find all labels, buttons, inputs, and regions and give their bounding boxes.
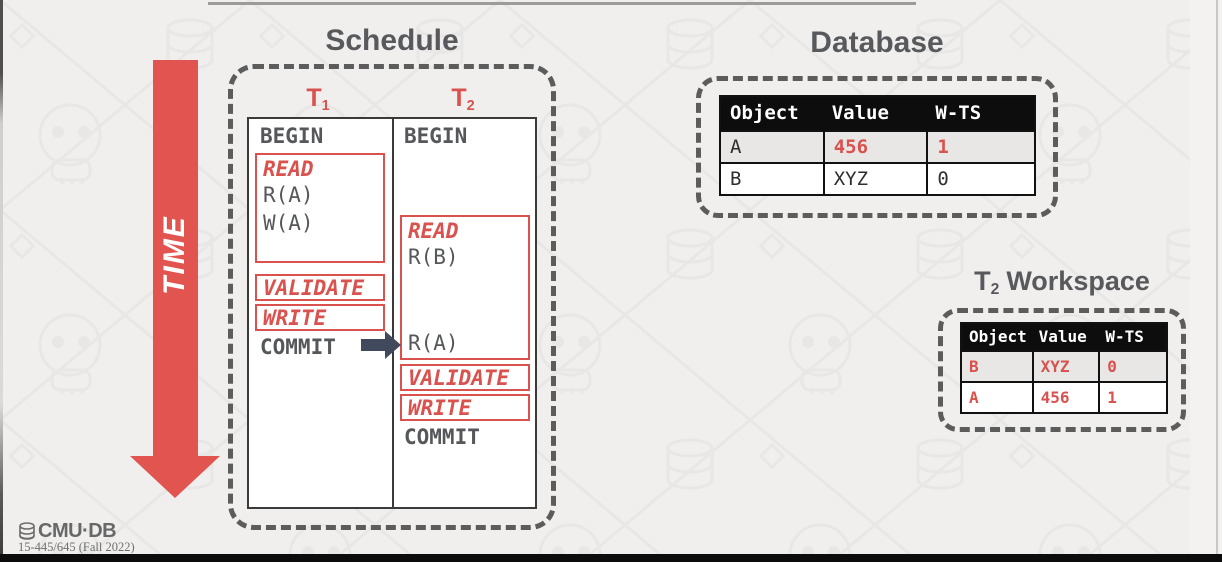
database-header-wts: W-TS — [935, 102, 982, 124]
t1-write-phase-box: WRITE — [255, 304, 385, 331]
workspace-header-value: Value — [1038, 327, 1087, 346]
workspace-title: T2 Workspace — [938, 266, 1186, 299]
database-row-b-wts: 0 — [926, 164, 1034, 194]
cmu-db-logo-text: CMU·DB — [38, 520, 117, 542]
workspace-title-subscript: 2 — [990, 281, 1000, 299]
time-arrow-label-wrap: TIME — [155, 155, 195, 355]
schedule-table: BEGIN READ R(A) W(A) VALIDATE WRITE COMM… — [247, 117, 537, 509]
t1-label-subscript: 1 — [321, 98, 330, 115]
workspace-table: Object Value W-TS B XYZ 0 A 456 1 — [960, 322, 1168, 414]
workspace-header-object: Object — [969, 327, 1027, 346]
database-row-a-object: A — [730, 136, 742, 158]
t2-label-text: T — [451, 84, 467, 112]
commit-to-read-arrow-icon — [361, 331, 401, 359]
schedule-title: Schedule — [325, 24, 459, 57]
workspace-row-b-wts: 0 — [1098, 352, 1166, 381]
workspace-row-b-object: B — [969, 357, 979, 376]
t2-op-read-b: R(B) — [408, 245, 459, 269]
workspace-row-a-value: 456 — [1031, 383, 1099, 412]
workspace-row-a-wts: 1 — [1098, 383, 1166, 412]
t2-begin: BEGIN — [404, 124, 468, 148]
time-arrow — [130, 60, 220, 498]
workspace-header-wts: W-TS — [1105, 327, 1144, 346]
t2-op-read-a: R(A) — [408, 331, 459, 355]
database-header-object: Object — [730, 102, 799, 124]
database-row-b-object: B — [730, 168, 742, 190]
database-table: Object Value W-TS A 456 1 B XYZ 0 — [719, 95, 1036, 196]
database-title: Database — [810, 26, 944, 59]
database-row-a: A 456 1 — [721, 130, 1034, 162]
t2-validate-phase-box: VALIDATE — [400, 364, 530, 391]
top-rule-line — [208, 2, 916, 5]
t1-read-phase-label: READ — [263, 157, 314, 181]
database-header-value: Value — [831, 102, 889, 124]
database-row-a-value: 456 — [822, 132, 927, 162]
t2-write-label: WRITE — [408, 396, 472, 420]
t1-read-phase-box: READ R(A) W(A) — [255, 153, 385, 263]
right-edge-line — [1216, 0, 1218, 562]
time-label: TIME — [158, 215, 191, 295]
workspace-row-b: B XYZ 0 — [962, 350, 1166, 381]
course-label: 15-445/645 (Fall 2022) — [18, 540, 135, 554]
workspace-row-a-object: A — [969, 388, 979, 407]
t2-read-phase-box: READ R(B) R(A) — [400, 215, 530, 360]
t1-label-text: T — [306, 84, 322, 112]
left-edge-line — [0, 0, 3, 562]
t2-write-phase-box: WRITE — [400, 394, 530, 421]
t1-write-label: WRITE — [263, 306, 327, 330]
t1-column-label: T1 — [268, 84, 368, 115]
workspace-title-rest: Workspace — [1006, 266, 1150, 296]
t1-validate-label: VALIDATE — [263, 276, 365, 300]
database-row-a-wts: 1 — [926, 132, 1034, 162]
schedule-column-divider — [392, 119, 394, 507]
schedule-dashed-box — [228, 64, 556, 530]
database-header-row: Object Value W-TS — [721, 97, 1034, 130]
workspace-row-b-value: XYZ — [1031, 352, 1099, 381]
bottom-bar — [0, 554, 1222, 562]
t1-op-read-a: R(A) — [263, 183, 314, 207]
t2-label-subscript: 2 — [466, 98, 475, 115]
t1-begin: BEGIN — [260, 124, 324, 148]
t2-column-label: T2 — [413, 84, 513, 115]
t1-op-write-a: W(A) — [263, 211, 314, 235]
database-dashed-box — [696, 76, 1058, 218]
workspace-header-row: Object Value W-TS — [962, 324, 1166, 350]
t1-commit: COMMIT — [260, 335, 336, 359]
database-row-b-value: XYZ — [822, 164, 927, 194]
t1-validate-phase-box: VALIDATE — [255, 274, 385, 301]
t2-commit: COMMIT — [404, 425, 480, 449]
t2-read-phase-label: READ — [408, 219, 459, 243]
t2-validate-label: VALIDATE — [408, 366, 510, 390]
workspace-row-a: A 456 1 — [962, 381, 1166, 412]
workspace-title-t: T — [974, 266, 991, 296]
database-row-b: B XYZ 0 — [721, 162, 1034, 194]
cmu-db-logo-icon — [19, 522, 35, 540]
workspace-dashed-box — [938, 308, 1186, 432]
